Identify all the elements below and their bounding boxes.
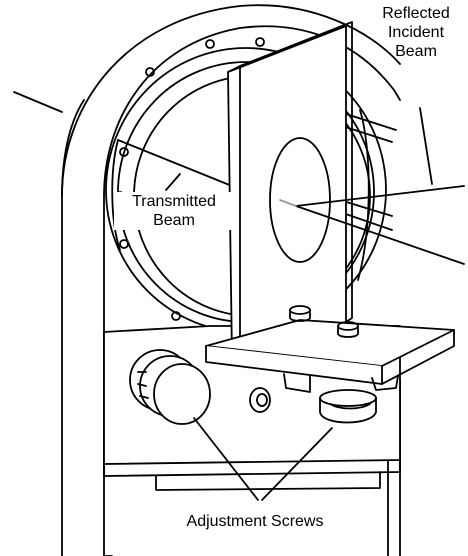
reflected-label-line-3: Beam: [368, 42, 464, 61]
transmitted-label-line-1: Transmitted: [114, 192, 234, 211]
incident-beam-line: [14, 92, 62, 112]
reflected-label-line-2: Incident: [368, 23, 464, 42]
transmitted-pointer: [166, 174, 180, 190]
beamsplitter-optic: [270, 138, 330, 262]
reflected-pointer: [420, 108, 432, 184]
adjustment-knob-right[interactable]: [320, 390, 376, 423]
adjustment-screws-label: Adjustment Screws: [160, 512, 350, 531]
center-screw: [250, 388, 270, 412]
reflected-incident-beam-label: Reflected Incident Beam: [368, 4, 464, 61]
transmitted-label-line-2: Beam: [114, 211, 234, 230]
transmitted-beam-label: Transmitted Beam: [114, 192, 234, 230]
reflected-label-line-1: Reflected: [368, 4, 464, 23]
